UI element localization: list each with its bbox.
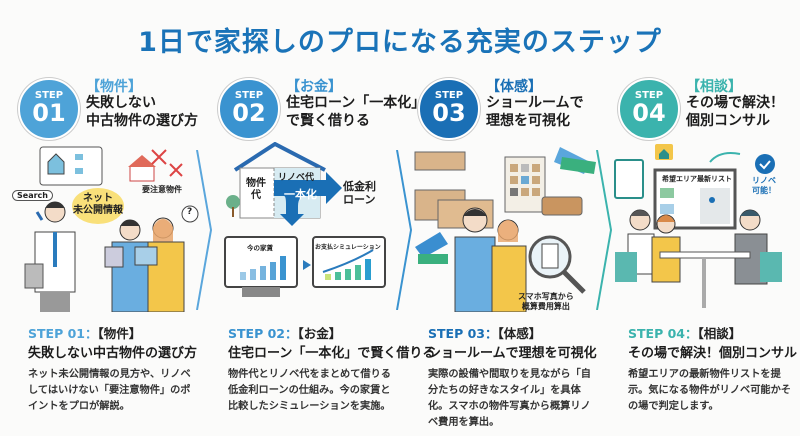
label-text: 代 bbox=[251, 190, 261, 201]
chevron-right-icon bbox=[196, 150, 213, 310]
low-interest-loan-label: 低金利ローン bbox=[343, 180, 376, 206]
page-title: 1日で家探しのプロになる充実のステップ bbox=[138, 27, 662, 58]
step-description: ネット未公開情報の見方や、リノベしてはいけない「要注意物件」のポイントをプロが解… bbox=[28, 369, 191, 412]
illustration-consultation: 希望エリア最新リスト リノベ可能！ bbox=[600, 142, 800, 312]
bubble-text: ネット bbox=[83, 193, 113, 204]
step-number: 04 bbox=[632, 99, 666, 127]
summary-title: STEP 04：【相談】 bbox=[628, 323, 741, 342]
label-text: 低金利 bbox=[343, 180, 376, 193]
step-heading: 住宅ローン「一本化」で賢く借りる bbox=[286, 94, 426, 130]
summary-heading: 失敗しない中古物件の選び方 bbox=[28, 346, 198, 361]
label-text: 物件 bbox=[246, 178, 266, 189]
unify-label: 一本化 bbox=[284, 188, 317, 201]
step-number: 03 bbox=[432, 99, 466, 127]
loan-illustration bbox=[224, 141, 386, 297]
step-heading: その場で解決！ 個別コンサル bbox=[686, 94, 800, 130]
screen-title: 希望エリア最新リスト bbox=[662, 175, 732, 183]
summary-heading: その場で解決！個別コンサル bbox=[628, 346, 798, 361]
summary-title: STEP 03：【体感】 bbox=[428, 323, 541, 342]
chevron-right-icon bbox=[596, 150, 613, 310]
summary-title: STEP 02：【お金】 bbox=[228, 323, 341, 342]
showroom-illustration bbox=[414, 147, 596, 313]
step-number: 02 bbox=[232, 99, 266, 127]
step-category: 【体感】 bbox=[486, 79, 542, 95]
chevron-right-icon bbox=[396, 150, 413, 310]
payment-simulation-label: お支払シミュレーション bbox=[315, 244, 381, 251]
question-icon: ? bbox=[187, 207, 193, 217]
heading-line: その場で解決！ bbox=[686, 95, 784, 111]
heading-line: 個別コンサル bbox=[686, 113, 770, 129]
phone-estimate-label: スマホ写真から概算費用算出 bbox=[518, 292, 574, 312]
step-description: 実際の設備や間取りを見ながら「自分たちの好きなスタイル」を具体化。スマホの物件写… bbox=[428, 369, 591, 428]
bubble-text: 未公開情報 bbox=[73, 205, 123, 216]
summary-label: STEP 04： bbox=[628, 326, 698, 341]
step-heading: ショールームで理想を可視化 bbox=[486, 94, 601, 130]
label-text: スマホ写真から bbox=[518, 292, 574, 301]
summary-category: 【物件】 bbox=[97, 326, 142, 341]
summary-title: STEP 01：【物件】 bbox=[28, 323, 141, 342]
heading-line: 中古物件の選び方 bbox=[86, 113, 198, 129]
step-category: 【お金】 bbox=[286, 79, 342, 95]
label-text: 可能！ bbox=[752, 186, 776, 195]
illustration-showroom: スマホ写真から概算費用算出 bbox=[400, 142, 600, 313]
current-rent-label: 今の家賃 bbox=[247, 244, 273, 252]
summary-label: STEP 03： bbox=[428, 326, 498, 341]
renovation-cost-label: リノベ代 bbox=[278, 173, 315, 183]
heading-line: 住宅ローン「一本化」 bbox=[286, 95, 426, 111]
summary-category: 【お金】 bbox=[297, 326, 342, 341]
step-label: STEP bbox=[634, 90, 664, 101]
illustration-loan: 物件代 リノベ代 一本化 低金利ローン 今の家賃 お支払シミュレーション bbox=[200, 141, 400, 312]
label-text: リノベ bbox=[752, 176, 776, 185]
step-label: STEP bbox=[34, 90, 64, 101]
summary-category: 【体感】 bbox=[497, 326, 542, 341]
speech-bubble: ネット未公開情報 bbox=[72, 188, 124, 224]
step-number: 01 bbox=[32, 99, 66, 127]
search-box: Search bbox=[12, 190, 53, 201]
heading-line: ショールームで bbox=[486, 95, 584, 111]
illustration-agent-explaining: Search ネット未公開情報 要注意物件 ? bbox=[0, 142, 200, 313]
warning-property-label: 要注意物件 bbox=[142, 185, 182, 194]
label-text: ローン bbox=[343, 193, 376, 206]
step-label: STEP bbox=[234, 90, 264, 101]
summary-heading: ショールームで理想を可視化 bbox=[428, 346, 597, 361]
heading-line: 失敗しない bbox=[86, 95, 156, 111]
consultation-illustration bbox=[614, 144, 782, 308]
summary-label: STEP 02： bbox=[228, 326, 298, 341]
property-cost-label: 物件代 bbox=[246, 178, 266, 202]
label-text: 概算費用算出 bbox=[521, 302, 570, 311]
renovation-possible-badge: リノベ可能！ bbox=[752, 176, 776, 196]
heading-line: で賢く借りる bbox=[286, 113, 370, 129]
step-description: 物件代とリノベ代をまとめて借りる低金利ローンの仕組み。今の家賃と比較したシミュレ… bbox=[228, 369, 391, 412]
step-description: 希望エリアの最新物件リストを提示。気になる物件がリノベ可能かその場で判定します。 bbox=[628, 369, 791, 412]
summary-heading: 住宅ローン「一本化」で賢く借りる bbox=[228, 346, 436, 361]
summary-label: STEP 01： bbox=[28, 326, 98, 341]
people-illustration bbox=[24, 146, 199, 313]
step-heading: 失敗しない中古物件の選び方 bbox=[86, 94, 201, 130]
heading-line: 理想を可視化 bbox=[486, 113, 570, 129]
step-category: 【物件】 bbox=[86, 79, 142, 95]
summary-category: 【相談】 bbox=[697, 326, 742, 341]
step-label: STEP bbox=[434, 90, 464, 101]
step-category: 【相談】 bbox=[686, 79, 742, 95]
